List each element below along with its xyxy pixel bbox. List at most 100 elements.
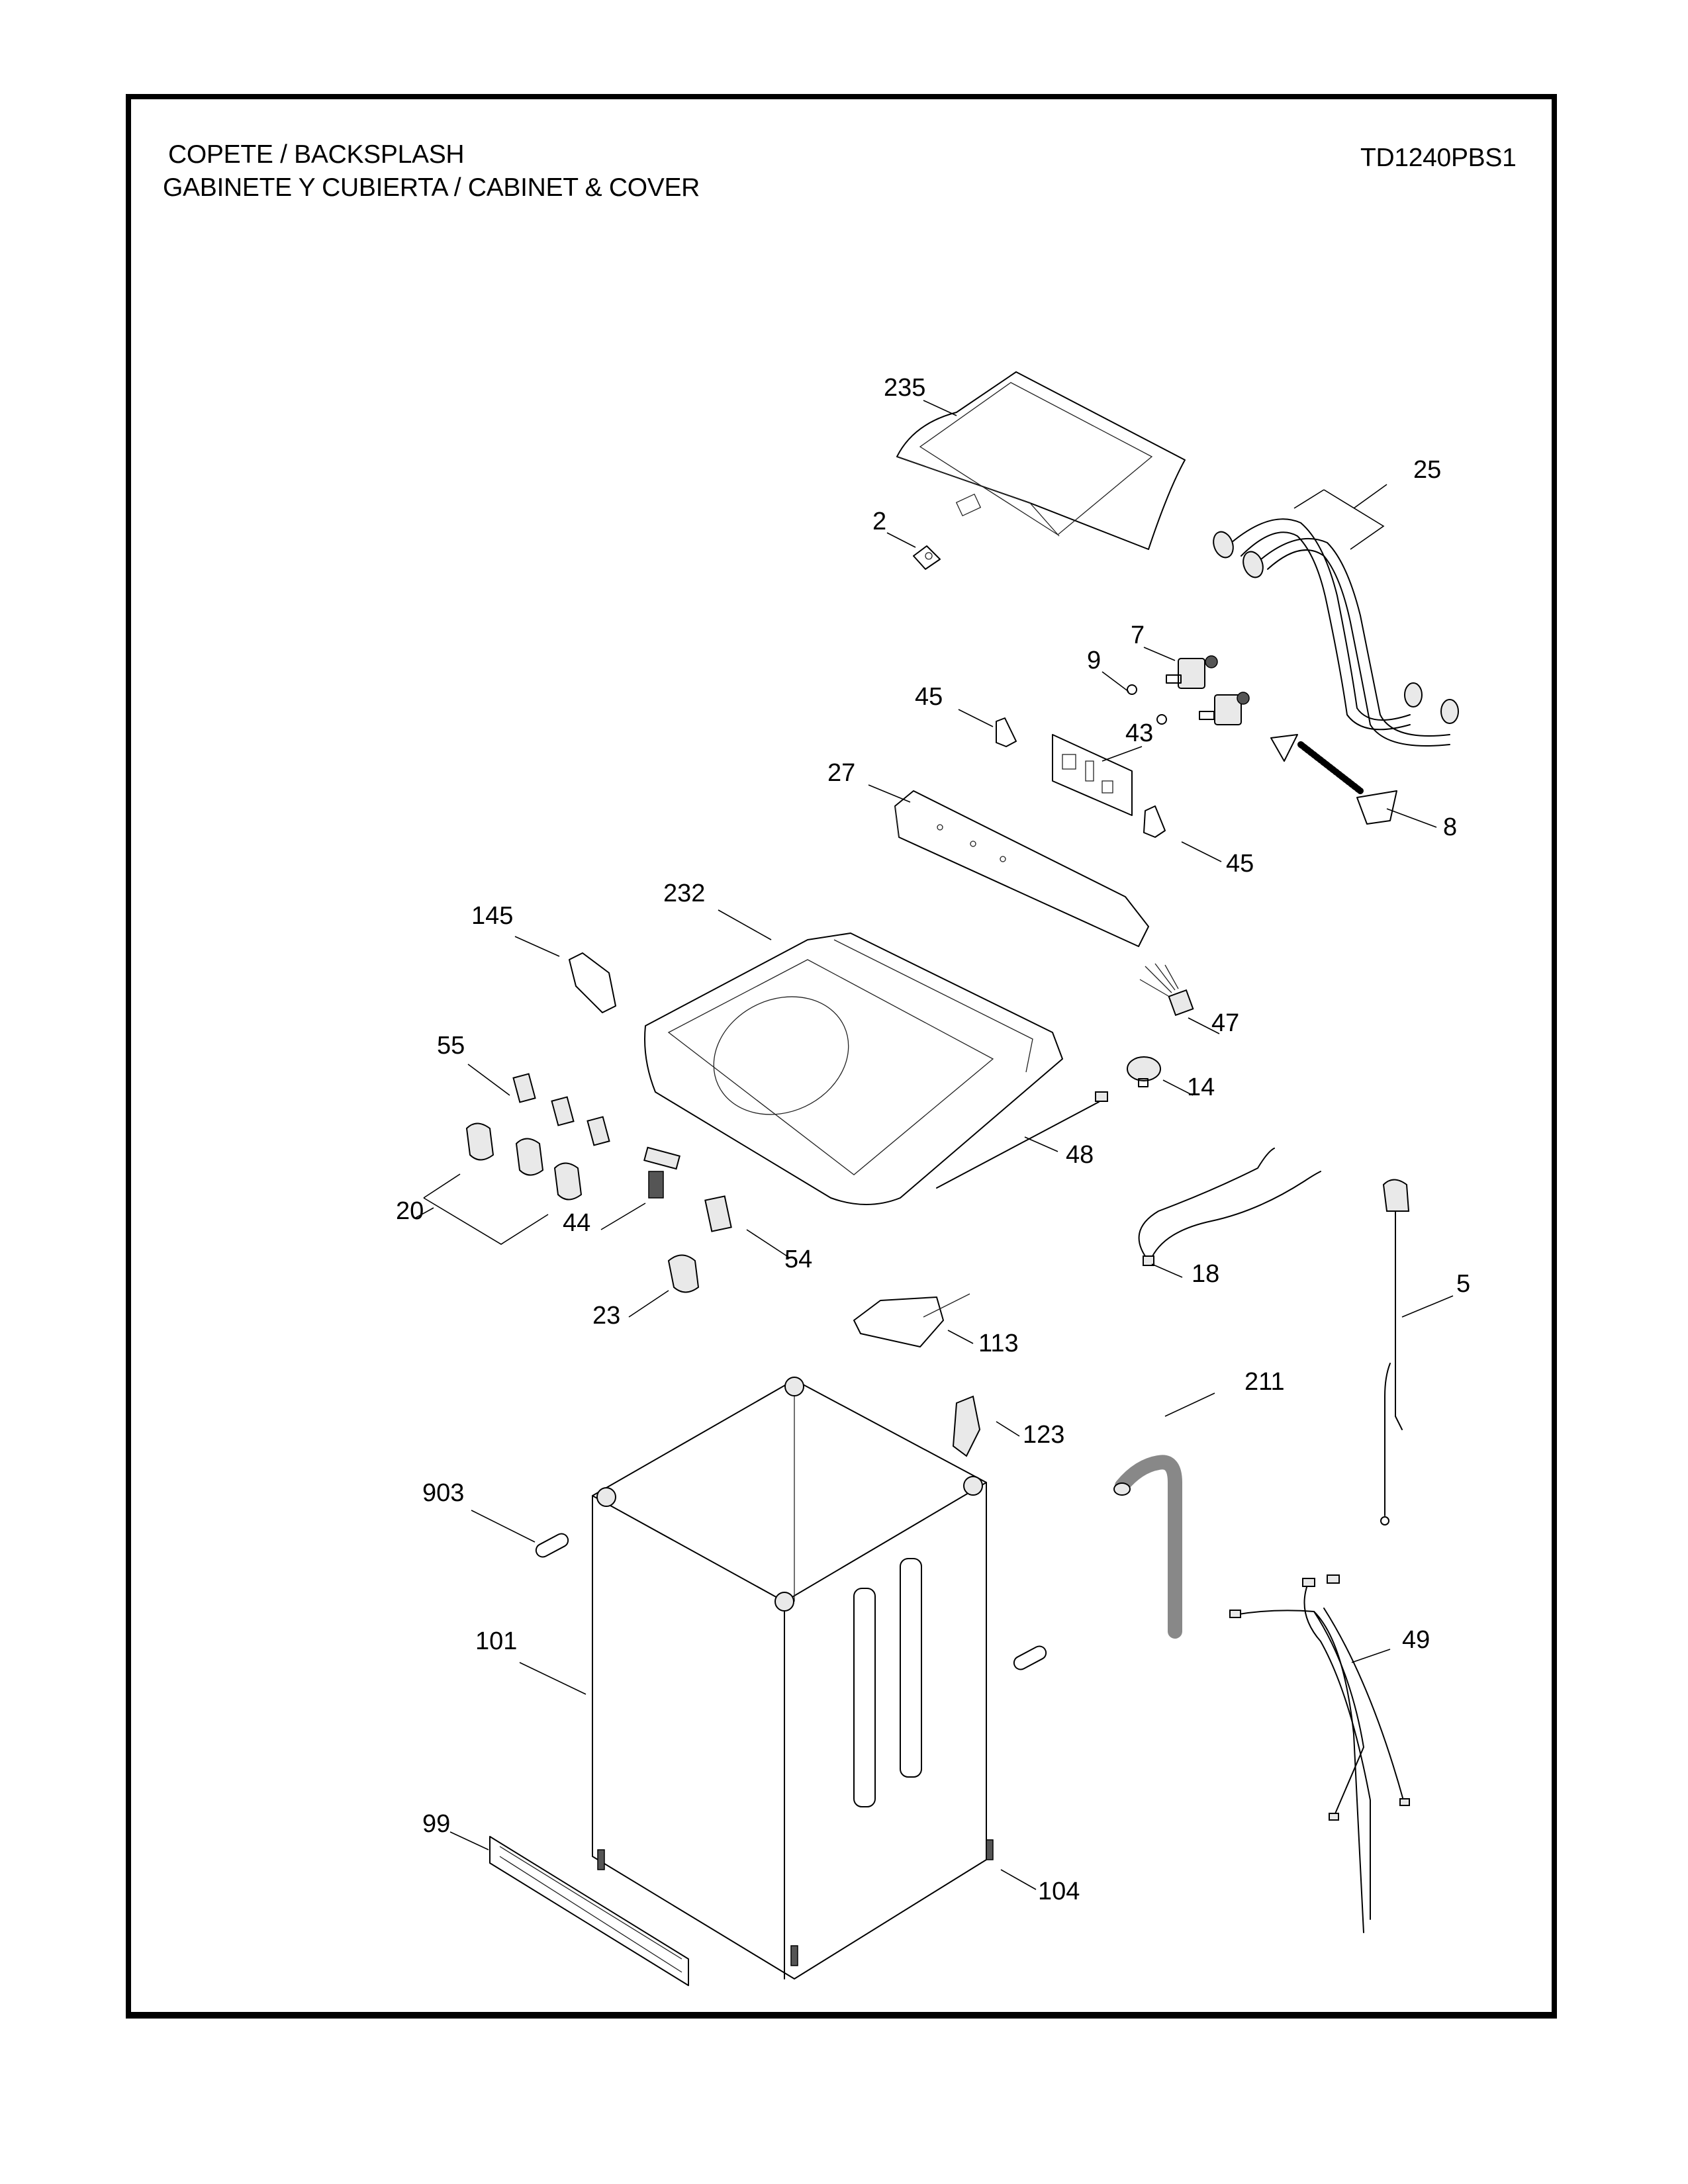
callout-number: 47 bbox=[1211, 1009, 1239, 1037]
leader-line bbox=[1164, 1392, 1215, 1417]
part-encoders bbox=[512, 1073, 610, 1146]
leader-line bbox=[467, 1064, 510, 1096]
callout-number: 145 bbox=[471, 902, 513, 930]
part-cabinet bbox=[592, 1377, 987, 1979]
callout-lid-lock: 113 bbox=[947, 1330, 1019, 1357]
part-top-cover bbox=[644, 933, 1063, 1205]
leader-line bbox=[947, 1330, 974, 1344]
callout-number: 18 bbox=[1192, 1260, 1219, 1288]
leader-line bbox=[1024, 1136, 1058, 1152]
leader-line bbox=[1386, 808, 1437, 828]
callout-bracket-upper: 45 bbox=[915, 683, 994, 727]
leader-line bbox=[958, 709, 994, 727]
callout-number: 54 bbox=[784, 1246, 812, 1273]
leader-line bbox=[718, 909, 772, 940]
callout-encoders: 55 bbox=[437, 1032, 510, 1096]
part-inlet-hoses bbox=[1213, 489, 1459, 747]
part-leveling-leg bbox=[597, 1839, 994, 1966]
leader-line bbox=[1162, 1079, 1194, 1096]
leader-line bbox=[1351, 1649, 1391, 1663]
callout-bracket-lower: 45 bbox=[1181, 841, 1254, 878]
part-wire-harness bbox=[1138, 1148, 1321, 1266]
callout-number: 113 bbox=[978, 1330, 1019, 1357]
part-connector bbox=[1139, 963, 1194, 1017]
callout-number: 211 bbox=[1244, 1368, 1285, 1396]
callout-power-cord: 5 bbox=[1401, 1270, 1470, 1318]
leader-line bbox=[1102, 746, 1143, 762]
callout-number: 7 bbox=[1131, 621, 1145, 649]
page-border bbox=[126, 94, 1557, 2019]
leader-line bbox=[415, 1207, 434, 1218]
callout-encoder-single: 54 bbox=[746, 1229, 812, 1273]
callout-dispenser-cup: 145 bbox=[471, 902, 560, 957]
part-lid-label bbox=[913, 545, 941, 570]
callout-number: 2 bbox=[872, 508, 886, 535]
part-wire-harness-small bbox=[936, 1091, 1108, 1189]
part-control-board bbox=[1052, 734, 1133, 816]
callout-inlet-hoses: 25 bbox=[1353, 456, 1441, 509]
callout-backsplash: 27 bbox=[827, 759, 911, 803]
callout-knobs: 20 bbox=[396, 1197, 434, 1225]
leader-line bbox=[600, 1203, 646, 1230]
callout-control-board: 43 bbox=[1102, 719, 1153, 762]
callout-dispenser-hose: 8 bbox=[1386, 808, 1457, 841]
leader-line bbox=[514, 936, 560, 957]
leader-line bbox=[471, 1510, 536, 1543]
callout-knob-single: 23 bbox=[592, 1290, 669, 1330]
leader-line bbox=[1143, 647, 1176, 661]
leader-line bbox=[996, 1421, 1020, 1437]
callout-number: 45 bbox=[915, 683, 943, 711]
callout-number: 44 bbox=[563, 1209, 590, 1237]
callout-hose-support: 123 bbox=[996, 1421, 1064, 1449]
leader-line bbox=[886, 532, 916, 548]
callout-number: 123 bbox=[1023, 1421, 1064, 1449]
leader-line bbox=[1188, 1017, 1220, 1034]
leader-line bbox=[1000, 1869, 1037, 1890]
callout-wire-harness-small: 48 bbox=[1024, 1136, 1094, 1169]
callout-number: 99 bbox=[422, 1810, 450, 1838]
callout-selector-switch: 44 bbox=[563, 1203, 646, 1237]
callout-cabinet: 101 bbox=[475, 1627, 586, 1695]
callout-water-valve: 7 bbox=[1131, 621, 1176, 661]
leader-line bbox=[1401, 1295, 1454, 1318]
callout-number: 49 bbox=[1402, 1626, 1430, 1654]
callout-number: 903 bbox=[422, 1479, 464, 1507]
section-title-cabinet-cover: GABINETE Y CUBIERTA / CABINET & COVER bbox=[163, 173, 700, 202]
part-bracket-upper bbox=[996, 717, 1017, 747]
callout-number: 45 bbox=[1226, 850, 1254, 878]
callout-main-harness: 49 bbox=[1351, 1626, 1430, 1663]
callout-number: 235 bbox=[884, 374, 925, 402]
leader-line bbox=[868, 784, 911, 803]
callout-number: 8 bbox=[1443, 813, 1457, 841]
part-knobs bbox=[423, 1122, 583, 1245]
callout-number: 101 bbox=[475, 1627, 517, 1655]
callout-number: 104 bbox=[1038, 1878, 1080, 1905]
part-handle-plug bbox=[535, 1533, 569, 1558]
part-lid-lock bbox=[853, 1293, 970, 1347]
part-water-valve bbox=[1166, 655, 1250, 725]
callout-number: 14 bbox=[1187, 1073, 1215, 1101]
callout-number: 9 bbox=[1087, 647, 1101, 674]
part-power-cord bbox=[1380, 1179, 1410, 1525]
part-hose-clamp bbox=[1127, 684, 1167, 725]
callout-number: 232 bbox=[663, 880, 705, 907]
leader-line bbox=[1353, 484, 1387, 509]
leader-line bbox=[923, 400, 957, 416]
callout-number: 20 bbox=[396, 1197, 424, 1225]
callout-hose-clamp: 9 bbox=[1087, 647, 1129, 692]
part-backsplash bbox=[894, 790, 1149, 947]
part-hose-support bbox=[952, 1395, 981, 1457]
callout-layer: 235 2 25 7 9 45 43 27 8 45 232 145 47 55 14 48 20 44 54 18 5… bbox=[396, 374, 1470, 1905]
part-selector-switch bbox=[643, 1146, 680, 1199]
callout-number: 23 bbox=[592, 1302, 620, 1330]
callout-drain-hose: 211 bbox=[1164, 1368, 1285, 1417]
callout-pressure-switch: 14 bbox=[1162, 1073, 1215, 1101]
leader-line bbox=[1102, 671, 1129, 692]
callout-leveling-leg: 104 bbox=[1000, 1869, 1080, 1905]
part-pressure-switch bbox=[1127, 1056, 1161, 1087]
part-lid bbox=[896, 371, 1186, 550]
part-encoder-single bbox=[704, 1195, 732, 1232]
leader-line bbox=[1181, 841, 1222, 862]
callout-number: 55 bbox=[437, 1032, 465, 1060]
